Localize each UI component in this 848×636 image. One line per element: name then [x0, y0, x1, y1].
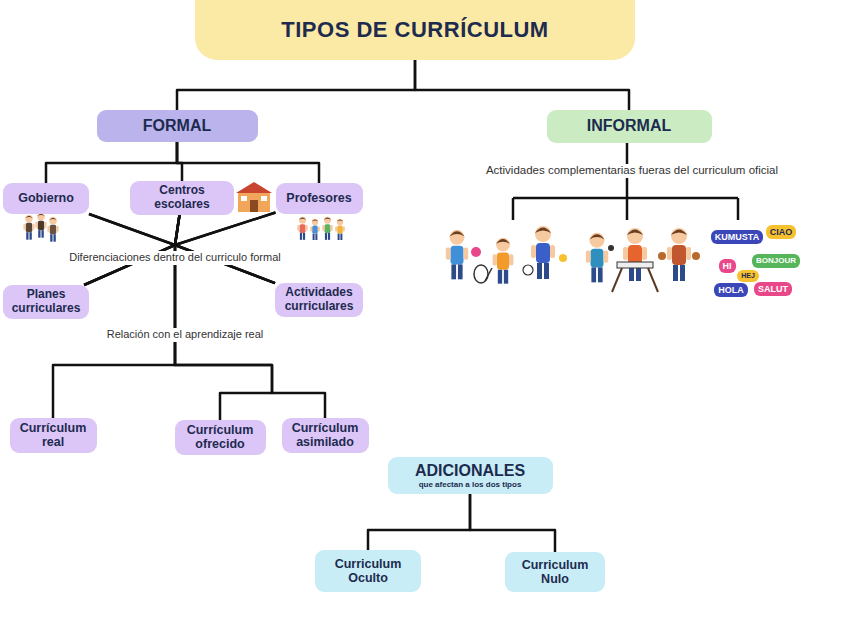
node-title: Curriculum Oculto	[320, 557, 416, 586]
additional-box: ADICIONALESque afectan a los dos tipos	[388, 457, 553, 494]
informal-branch	[513, 143, 738, 220]
agent-box: Gobierno	[3, 183, 89, 214]
teachers-icon	[297, 217, 345, 240]
government-icon	[23, 213, 58, 242]
node-title: ADICIONALES	[415, 462, 525, 480]
connector	[368, 494, 470, 550]
agent-box: Profesores	[276, 183, 363, 214]
agent-box: Centros escolares	[130, 181, 234, 215]
node-title: Centros escolares	[135, 184, 229, 212]
node-subtitle: que afectan a los dos tipos	[419, 480, 522, 489]
speech-bubble: KUMUSTA	[711, 230, 763, 245]
section-note: Relación con el aprendizaje real	[104, 328, 267, 341]
node-title: INFORMAL	[587, 117, 671, 135]
speech-bubble: CIAO	[766, 225, 797, 240]
node-title: Curriculum Nulo	[510, 558, 600, 587]
section-note: Diferenciaciones dentro del curriculo fo…	[66, 251, 284, 264]
school-icon	[236, 182, 272, 212]
speech-bubble: BONJOUR	[752, 254, 800, 268]
connector	[177, 142, 319, 183]
node-title: Planes curriculares	[8, 288, 84, 316]
node-title: TIPOS DE CURRÍCULUM	[281, 17, 548, 42]
node-title: FORMAL	[143, 117, 211, 135]
node-title: Currículum asimilado	[287, 421, 364, 450]
node-title: Profesores	[286, 191, 351, 205]
connector	[470, 494, 555, 552]
music-kids	[586, 228, 700, 292]
speech-bubble: HI	[719, 259, 736, 274]
curriculum-box: Currículum asimilado	[282, 418, 369, 453]
connector	[175, 215, 272, 420]
branch-box: INFORMAL	[547, 110, 712, 143]
node-title: Actividades curriculares	[280, 286, 358, 314]
curriculum-box: Currículum real	[10, 418, 97, 453]
node-title: Currículum real	[15, 421, 92, 450]
connector	[84, 214, 175, 285]
speech-bubble: HEJ	[737, 270, 759, 282]
speech-bubble: SALUT	[754, 282, 792, 297]
sports-kids	[446, 226, 567, 284]
node-title: Currículum ofrecido	[180, 423, 261, 452]
connector	[175, 213, 276, 284]
curriculum-box: Actividades curriculares	[275, 283, 363, 317]
speech-bubble: HOLA	[714, 283, 748, 298]
section-note: Actividades complementarias fueras del c…	[483, 164, 781, 178]
connector	[84, 213, 275, 286]
connector	[46, 142, 177, 183]
branch-box: FORMAL	[97, 110, 258, 142]
additional-type-box: Curriculum Oculto	[315, 550, 421, 592]
curriculum-box: Planes curriculares	[3, 285, 89, 319]
additional-type-box: Curriculum Nulo	[505, 552, 605, 592]
connector	[175, 215, 275, 283]
curriculum-box: Currículum ofrecido	[175, 420, 266, 455]
title-box: TIPOS DE CURRÍCULUM	[195, 0, 635, 60]
node-title: Gobierno	[18, 191, 74, 205]
connector	[415, 60, 629, 110]
connector	[177, 60, 415, 110]
